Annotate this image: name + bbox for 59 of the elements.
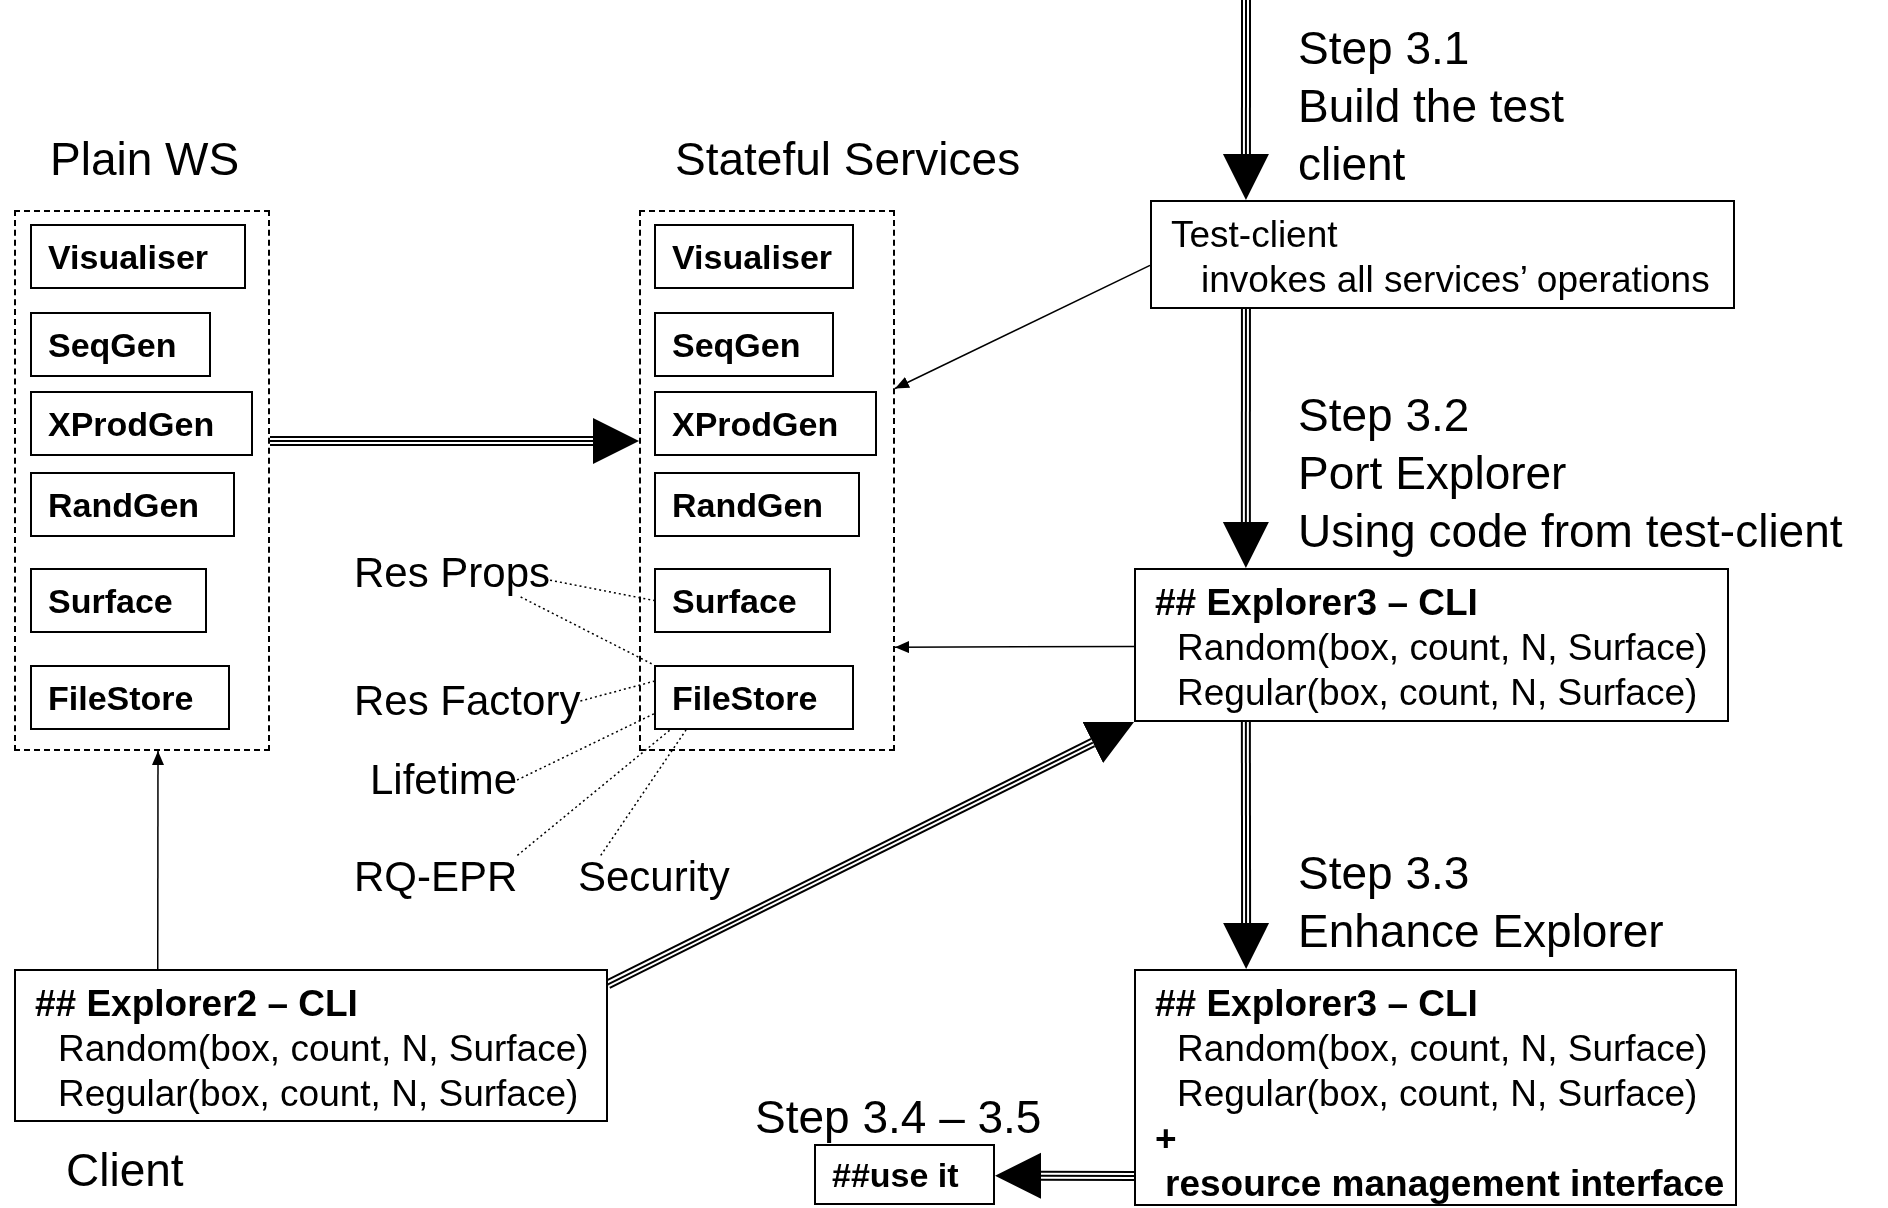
caption-text: Step 3.4 – 3.5	[755, 1090, 1042, 1145]
process-box	[1134, 568, 1729, 722]
box-text: Regular(box, count, N, Surface)	[1177, 1072, 1698, 1116]
service-box: SeqGen	[30, 312, 211, 377]
process-box	[1150, 200, 1735, 309]
leader-line	[579, 680, 655, 702]
service-box: FileStore	[654, 665, 854, 730]
box-text: Regular(box, count, N, Surface)	[1177, 671, 1698, 715]
leader-line	[600, 729, 687, 857]
box-text: Random(box, count, N, Surface)	[58, 1027, 589, 1071]
triple-line-arrow	[995, 1152, 1135, 1199]
box-text: +	[1155, 1117, 1177, 1161]
caption-text: Client	[66, 1143, 184, 1198]
group-heading: Stateful Services	[675, 132, 1021, 187]
leader-label: Lifetime	[370, 756, 518, 804]
triple-line-arrow	[269, 418, 639, 464]
step-description: Enhance Explorer	[1298, 904, 1664, 959]
service-box: Surface	[30, 568, 207, 633]
leader-label: Res Props	[354, 549, 551, 597]
process-box	[14, 969, 608, 1122]
service-box: RandGen	[30, 472, 235, 537]
leader-line	[516, 713, 655, 781]
box-text: invokes all services’ operations	[1201, 258, 1710, 302]
service-box: Surface	[654, 568, 831, 633]
triple-line-arrow	[1223, 721, 1270, 969]
step-description: Build the test client	[1298, 79, 1565, 192]
service-box: XProdGen	[30, 391, 253, 456]
service-box: XProdGen	[654, 391, 877, 456]
leader-label: RQ-EPR	[354, 853, 518, 901]
step-label: Step 3.3	[1298, 846, 1470, 901]
leader-line	[519, 596, 655, 666]
arrow	[894, 641, 1135, 654]
leader-label: Res Factory	[354, 677, 581, 725]
step-label: Step 3.2	[1298, 388, 1470, 443]
box-text: Random(box, count, N, Surface)	[1177, 626, 1708, 670]
service-box: Visualiser	[30, 224, 246, 289]
step-description: Using code from test-client	[1298, 504, 1843, 559]
box-heading: ## Explorer2 – CLI	[35, 982, 358, 1026]
step-label: Step 3.1	[1298, 21, 1470, 76]
triple-line-arrow	[1222, 0, 1269, 200]
service-box: RandGen	[654, 472, 860, 537]
service-box: SeqGen	[654, 312, 834, 377]
box-text: resource management interface	[1165, 1162, 1725, 1206]
service-box: Visualiser	[654, 224, 854, 289]
box-heading: ## Explorer3 – CLI	[1155, 982, 1478, 1026]
step-description: Port Explorer	[1298, 446, 1567, 501]
box-heading: Test-client	[1171, 213, 1338, 257]
box-text: Regular(box, count, N, Surface)	[58, 1072, 579, 1116]
service-box: ##use it	[814, 1144, 995, 1205]
box-heading: ## Explorer3 – CLI	[1155, 581, 1478, 625]
box-text: Random(box, count, N, Surface)	[1177, 1027, 1708, 1071]
arrow	[894, 264, 1151, 390]
leader-line	[516, 729, 671, 857]
group-heading: Plain WS	[50, 132, 240, 187]
leader-label: Security	[578, 853, 730, 901]
arrow	[152, 750, 164, 970]
process-box	[1134, 969, 1737, 1206]
service-box: FileStore	[30, 665, 230, 730]
triple-line-arrow	[1222, 308, 1269, 568]
